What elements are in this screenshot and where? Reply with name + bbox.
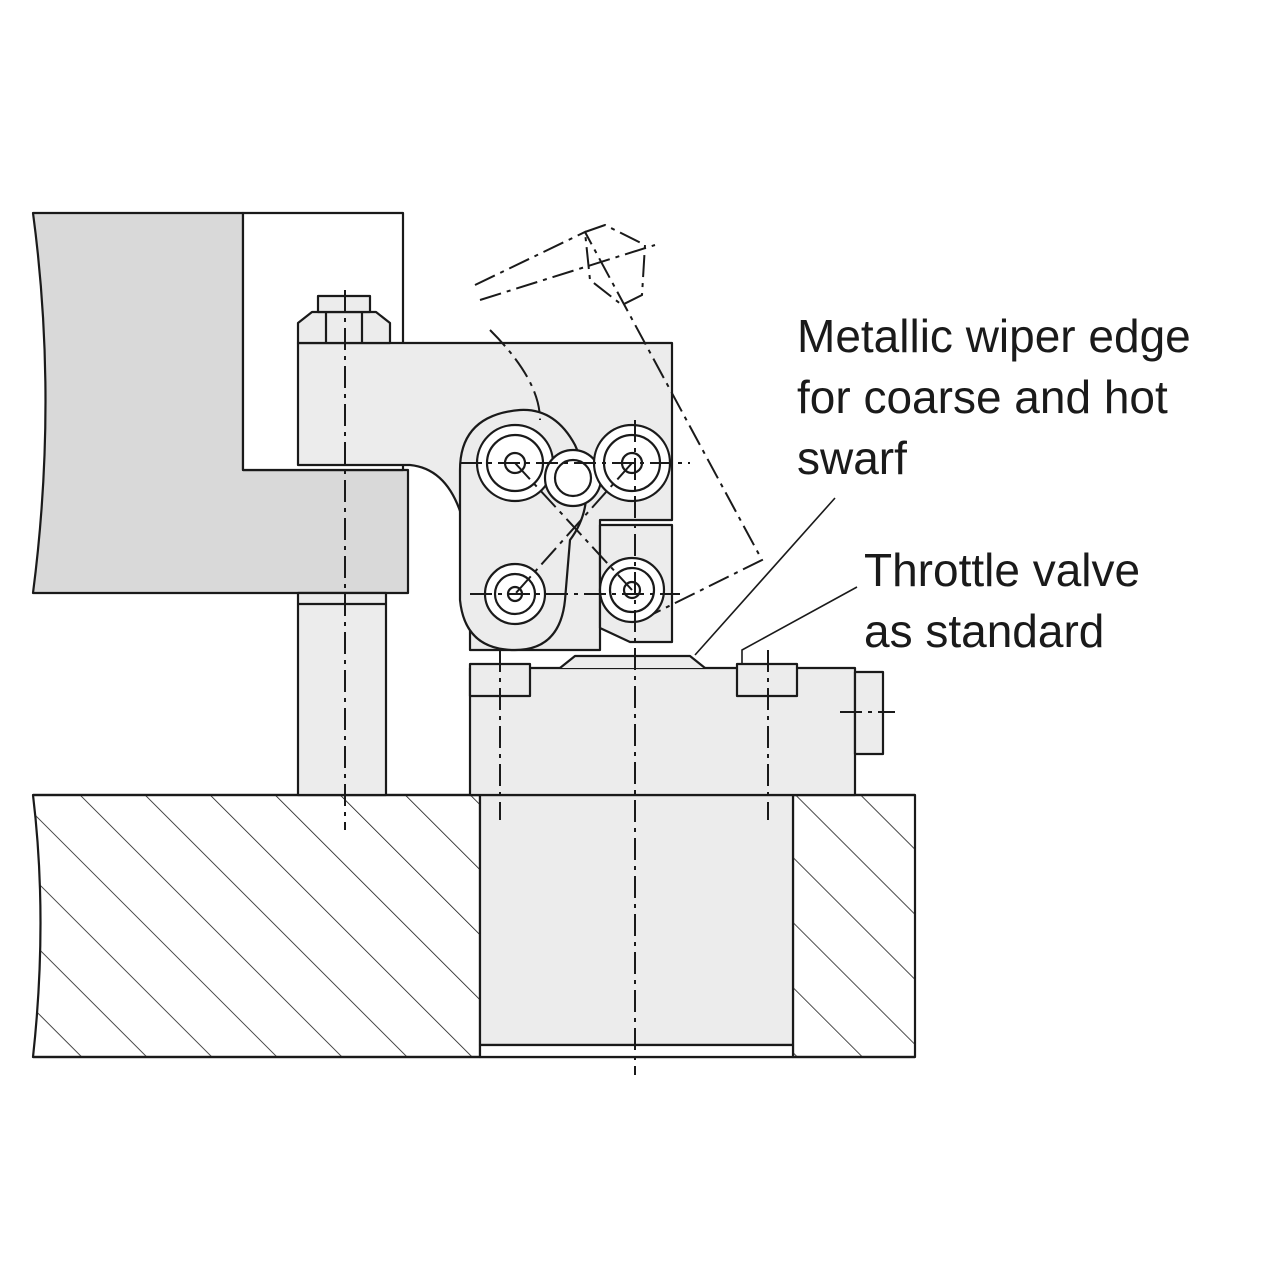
alternate-arm-position <box>474 223 764 615</box>
wiper-callout-line-3: swarf <box>797 432 907 484</box>
cylinder-bore <box>478 793 795 1059</box>
throttle-callout-line-1: Throttle valve <box>864 544 1141 596</box>
centerlines <box>344 244 895 1075</box>
throttle-callout-line-2: as standard <box>864 605 1105 657</box>
wiper-leader-line <box>694 497 836 656</box>
throttle-valve-callout: Throttle valve as standard <box>864 540 1140 662</box>
support-pin <box>296 591 388 797</box>
wiper-callout-line-1: Metallic wiper edge <box>797 310 1191 362</box>
arm-bolt-nut <box>296 294 392 345</box>
wiper-edge-callout: Metallic wiper edge for coarse and hot s… <box>797 306 1191 489</box>
cylinder-housing <box>468 654 885 797</box>
throttle-leader-line <box>741 586 858 664</box>
wiper-callout-line-2: for coarse and hot <box>797 371 1168 423</box>
